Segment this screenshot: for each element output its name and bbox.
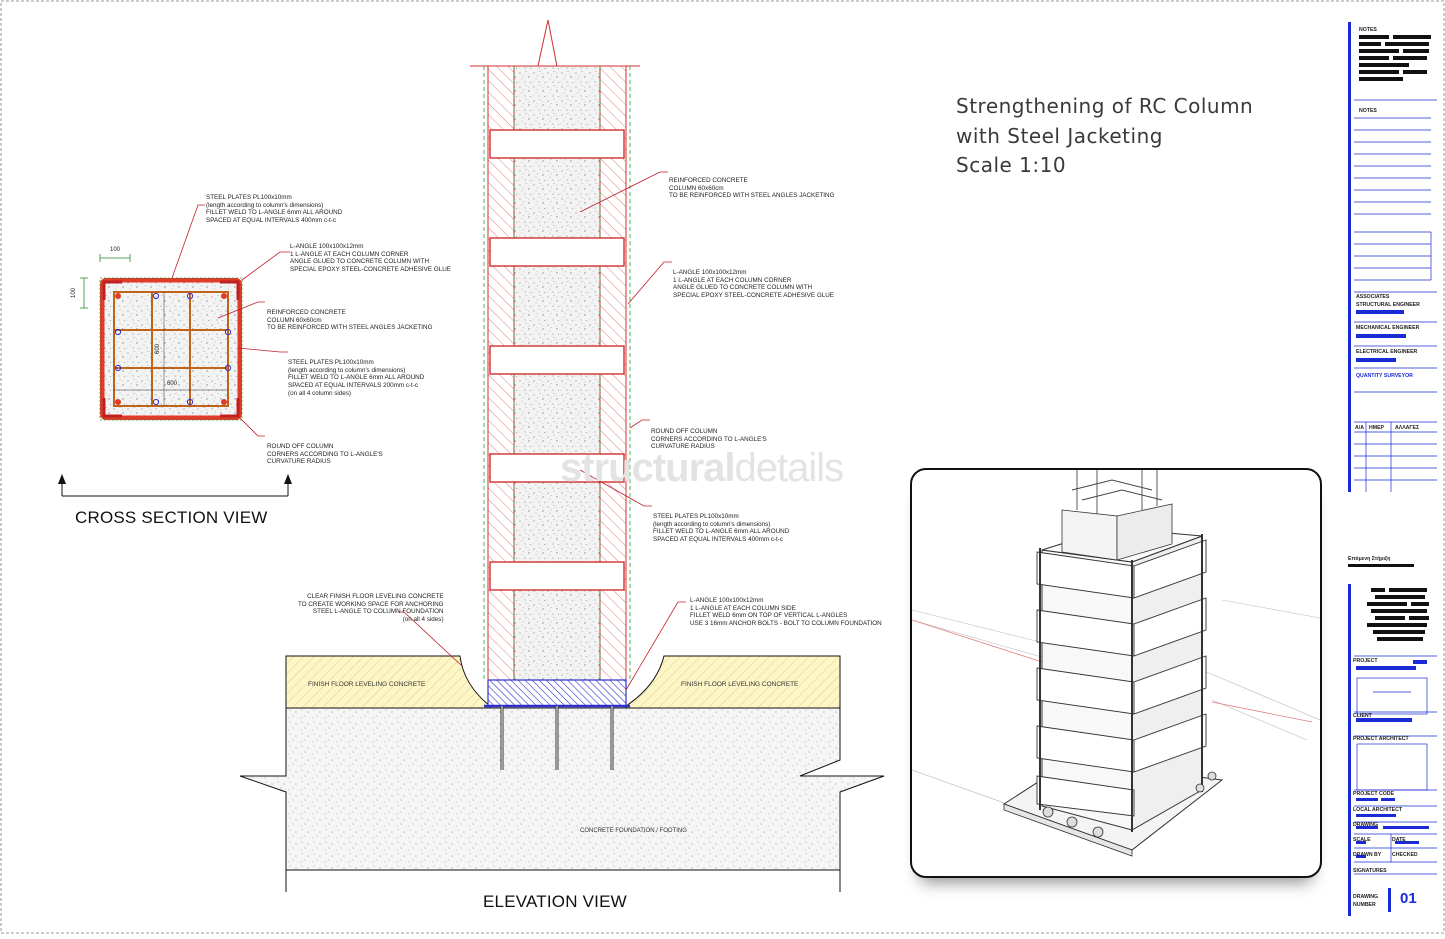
title-block: NOTES NOTES ASSOCIATES STRUCTURAL ENGINE…	[1348, 22, 1437, 492]
dim-600-horizontal: 600	[167, 381, 178, 387]
dim-100-top: 100	[110, 247, 121, 253]
title-line-3: Scale 1:10	[956, 153, 1067, 177]
tb-drawn-by: DRAWN BY	[1353, 852, 1382, 858]
tb-project-architect: PROJECT ARCHITECT	[1353, 736, 1409, 742]
tb-rev-aa: A/A	[1355, 425, 1364, 431]
tb-drawing-number-label-1: DRAWING	[1353, 894, 1379, 900]
tb-local-architect: LOCAL ARCHITECT	[1353, 807, 1402, 813]
tb-drawing: DRAWING	[1353, 822, 1379, 828]
drawing-title: Strengthening of RC Column with Steel Ja…	[956, 92, 1253, 181]
tb-mechanical: MECHANICAL ENGINEER	[1356, 325, 1420, 331]
tb-project-code: PROJECT CODE	[1353, 791, 1394, 797]
title-block-lower-grid	[1354, 588, 1437, 912]
cross-section-drawing	[58, 254, 292, 497]
el-note-steel-plates: STEEL PLATES PL100x10mm(length according…	[653, 513, 790, 543]
cs-note-steel-plates-2: STEEL PLATES PL100x10mm(length according…	[288, 359, 425, 397]
cross-section-view-label: CROSS SECTION VIEW	[75, 508, 268, 527]
tb-notes-1: NOTES	[1359, 27, 1377, 33]
tb-checked: CHECKED	[1392, 852, 1418, 858]
finish-floor-left	[285, 655, 491, 709]
label-finish-floor-right: FINISH FLOOR LEVELING CONCRETE	[681, 681, 799, 688]
elevation-leaders	[398, 171, 686, 691]
title-line-1: Strengthening of RC Column	[956, 94, 1254, 118]
label-foundation: CONCRETE FOUNDATION / FOOTING	[580, 828, 687, 834]
tb-client: CLIENT	[1353, 713, 1372, 719]
elevation-view-label: ELEVATION VIEW	[483, 892, 627, 911]
tb-quantity: QUANTITY SURVEYOR	[1356, 373, 1413, 379]
title-block-grid	[1354, 35, 1437, 492]
render-3d-panel	[910, 468, 1322, 878]
tb-electrical: ELECTRICAL ENGINEER	[1356, 349, 1418, 355]
tb-structural: STRUCTURAL ENGINEER	[1356, 302, 1420, 308]
title-block-lower: Επόμενη Στήριξη	[1348, 556, 1437, 916]
dim-100-left: 100	[71, 287, 78, 299]
foundation	[239, 707, 885, 892]
cross-section-leaders	[171, 204, 290, 437]
tb-drawing-number: 01	[1400, 890, 1417, 907]
elevation-column	[470, 19, 640, 770]
tb-associates: ASSOCIATES	[1356, 294, 1390, 300]
tb-scale: SCALE	[1353, 837, 1371, 843]
title-line-2: with Steel Jacketing	[956, 123, 1163, 148]
tb-date: DATE	[1392, 837, 1406, 843]
tb-notes-2: NOTES	[1359, 108, 1377, 114]
tb-project: PROJECT	[1353, 658, 1378, 664]
tb-drawing-number-label-2: NUMBER	[1353, 902, 1376, 908]
tb-signatures: SIGNATURES	[1353, 868, 1387, 874]
label-finish-floor-left: FINISH FLOOR LEVELING CONCRETE	[308, 681, 426, 688]
dim-600-vertical: 600	[155, 343, 162, 355]
tb-rev-date: HMEP	[1369, 425, 1384, 431]
tb-firm: Επόμενη Στήριξη	[1348, 556, 1391, 562]
tb-rev-changes: ΑΛΛΑΓΕΣ	[1395, 425, 1420, 431]
cs-note-steel-plates: STEEL PLATES PL100x10mm(length according…	[206, 194, 343, 224]
watermark: structuraldetails	[560, 446, 844, 490]
column-3d-render	[912, 470, 1320, 857]
tb-firm-bar	[1348, 564, 1414, 567]
